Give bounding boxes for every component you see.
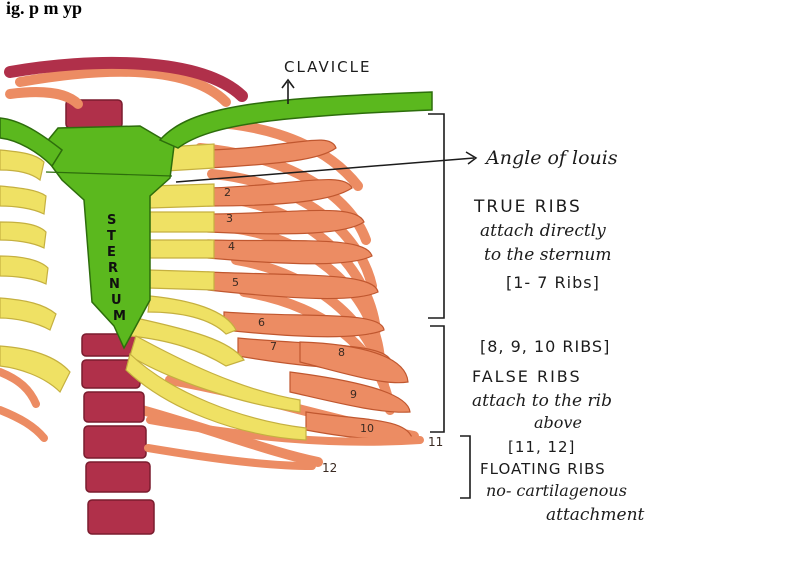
rib-number-12: 12 [322,461,337,475]
clavicle-label: CLAVICLE [284,58,371,76]
floating-ribs-title: FLOATING RIBS [480,460,606,478]
rib-number-7: 7 [270,340,277,353]
sternum-letter: U [111,293,122,308]
rib-number-10: 10 [360,422,374,435]
left-ribs [0,372,44,438]
sternum-letter: E [107,245,116,260]
false-ribs-line-1: attach to the rib [472,391,612,411]
rib-number-6: 6 [258,316,265,329]
true-ribs-title: TRUE RIBS [473,197,582,217]
floating-ribs-line-1: no- cartilagenous [486,481,627,500]
false-ribs-bracket [430,326,444,432]
rib-number-2: 2 [224,186,231,199]
angle-of-louis-label: Angle of louis [484,147,618,169]
false-ribs-line-2: above [534,413,582,432]
floating-ribs-bracket [460,436,470,498]
rib-number-8: 8 [338,346,345,359]
false-ribs-range: [8, 9, 10 RIBS] [480,337,610,356]
rib-number-3: 3 [226,212,233,225]
floating-ribs-range: [11, 12] [508,438,575,456]
true-ribs-bracket [428,114,444,318]
sternum-letter: T [107,229,116,244]
rib-number-5: 5 [232,276,239,289]
false-ribs-title: FALSE RIBS [472,367,582,386]
sternum-letter: N [109,277,120,292]
sternum-letter: S [107,213,116,228]
rib-number-4: 4 [228,240,235,253]
sternum-letter: R [108,261,118,276]
true-ribs-line-1: attach directly [480,221,606,241]
true-ribs-range: [1- 7 Ribs] [506,273,600,292]
floating-ribs-line-2: attachment [546,505,645,525]
true-ribs-line-2: to the sternum [484,245,611,265]
rib-number-9: 9 [350,388,357,401]
rib-number-11: 11 [428,435,443,449]
sternum-letter: M [113,309,126,324]
